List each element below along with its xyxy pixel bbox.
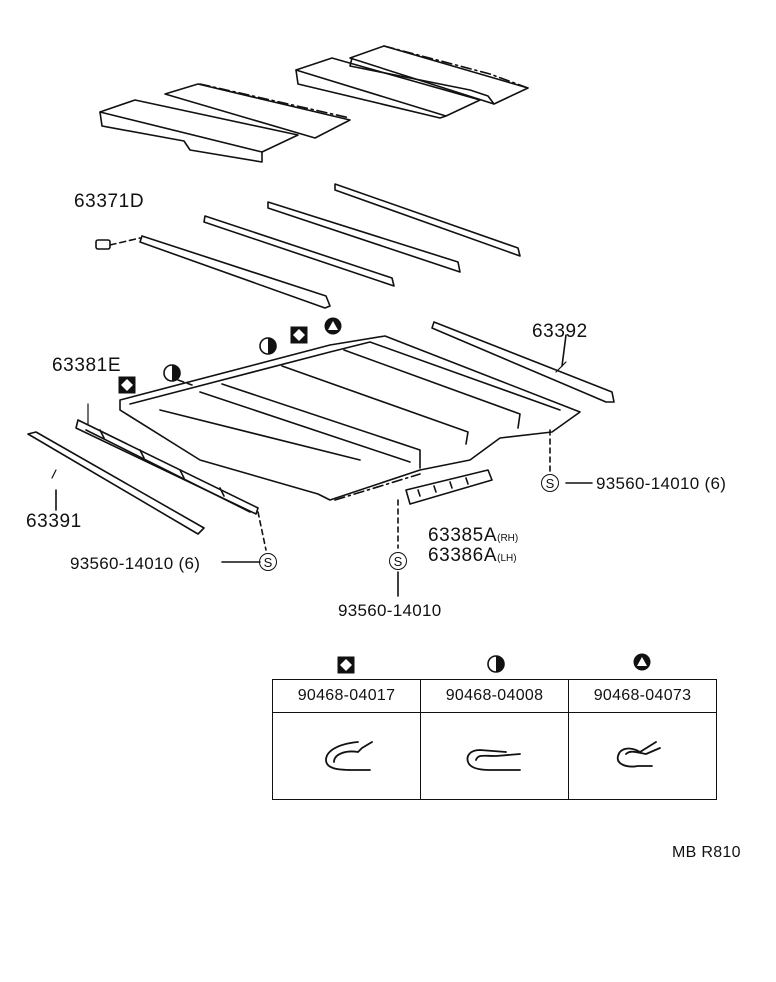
half-circle-clip-icon bbox=[259, 337, 277, 355]
side-headliner-retainer bbox=[405, 469, 493, 505]
part-label-63385a: 63385A(RH) bbox=[428, 526, 518, 545]
part-number-63385a: 63385A bbox=[428, 525, 498, 546]
rear-roof-rail bbox=[431, 321, 615, 403]
triangle-clip-icon bbox=[633, 653, 651, 671]
clip-picture-cell bbox=[420, 712, 569, 800]
part-label-63371d: 63371D bbox=[74, 191, 145, 212]
screw-label-bottom: 93560-14010 bbox=[338, 601, 442, 620]
roof-rails bbox=[95, 183, 521, 309]
front-roof-rail bbox=[75, 419, 259, 515]
screw-symbol-right: S bbox=[541, 474, 559, 492]
clip-part-number-row: 90468-04017 90468-04008 90468-04073 bbox=[272, 679, 717, 713]
clip-picture-cell bbox=[568, 712, 717, 800]
screw-label-left: 93560-14010 (6) bbox=[70, 554, 201, 573]
clip-part-table: 90468-04017 90468-04008 90468-04073 bbox=[272, 679, 717, 800]
diamond-clip-icon bbox=[337, 656, 355, 674]
screw-symbol-left: S bbox=[259, 553, 277, 571]
clip-part-number: 90468-04017 bbox=[272, 679, 421, 713]
clip-part-number: 90468-04008 bbox=[420, 679, 569, 713]
headliner-panel bbox=[119, 335, 581, 501]
part-label-63381e: 63381E bbox=[52, 355, 122, 376]
half-circle-clip-icon bbox=[163, 364, 181, 382]
screw-label-right: 93560-14010 (6) bbox=[596, 474, 727, 493]
diagram-code: MB R810 bbox=[672, 844, 741, 861]
roof-insulation-pads bbox=[99, 45, 529, 163]
side-lh: (LH) bbox=[497, 553, 517, 564]
clip-picture-cell bbox=[272, 712, 421, 800]
side-rh: (RH) bbox=[497, 533, 519, 544]
front-roof-trim bbox=[27, 431, 205, 535]
clip-picture-row bbox=[272, 712, 717, 800]
part-label-63392: 63392 bbox=[532, 321, 588, 342]
triangle-clip-icon bbox=[324, 317, 342, 335]
part-number-63386a: 63386A bbox=[428, 545, 498, 566]
half-circle-clip-icon bbox=[487, 655, 505, 673]
part-label-63391: 63391 bbox=[26, 511, 82, 532]
clip-part-number: 90468-04073 bbox=[568, 679, 717, 713]
diamond-clip-icon bbox=[118, 376, 136, 394]
screw-symbol-bottom: S bbox=[389, 552, 407, 570]
diamond-clip-icon bbox=[290, 326, 308, 344]
part-label-63386a: 63386A(LH) bbox=[428, 546, 517, 565]
